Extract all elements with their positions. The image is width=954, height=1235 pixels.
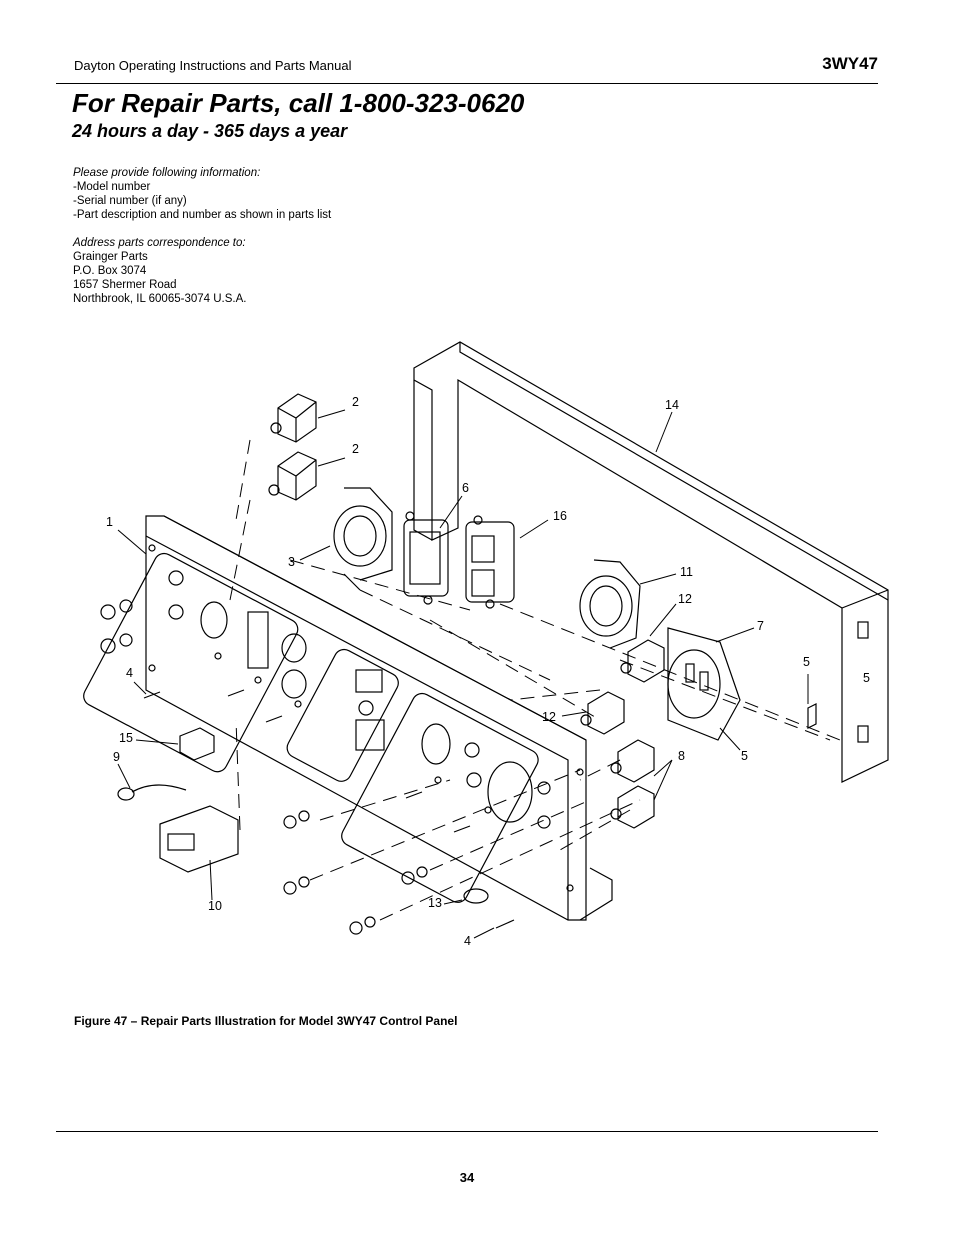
callout-label: 1 <box>106 515 113 529</box>
address-line: 1657 Shermer Road <box>73 279 177 291</box>
callout-label: 4 <box>126 666 133 680</box>
page-number: 34 <box>459 1170 475 1185</box>
callout-label: 10 <box>208 899 222 913</box>
address-line: Grainger Parts <box>73 251 148 263</box>
callout-label: 6 <box>462 481 469 495</box>
callout-label: 2 <box>352 442 359 456</box>
callout-label: 15 <box>119 731 133 745</box>
callout-label: 16 <box>553 509 567 523</box>
provide-item: -Part description and number as shown in… <box>73 209 332 221</box>
address-line: Northbrook, IL 60065-3074 U.S.A. <box>73 293 247 305</box>
model-number: 3WY47 <box>822 54 878 73</box>
callout-label: 5 <box>803 655 810 669</box>
provide-item: -Serial number (if any) <box>73 195 187 207</box>
callout-label: 14 <box>665 398 679 412</box>
figure-caption: Figure 47 – Repair Parts Illustration fo… <box>74 1014 458 1028</box>
footer-rule <box>56 1131 878 1132</box>
provide-heading: Please provide following information: <box>73 167 261 179</box>
frame-part <box>413 341 889 783</box>
callout-label: 7 <box>757 619 764 633</box>
address-heading: Address parts correspondence to: <box>73 237 246 249</box>
callout-label: 5 <box>741 749 748 763</box>
callout-label: 12 <box>678 592 692 606</box>
callout-label: 12 <box>542 710 556 724</box>
callout-label: 4 <box>464 934 471 948</box>
callout-label: 2 <box>352 395 359 409</box>
header-rule <box>56 83 878 84</box>
callout-label: 3 <box>288 555 295 569</box>
provide-item: -Model number <box>73 181 151 193</box>
page-subtitle: 24 hours a day - 365 days a year <box>72 121 348 141</box>
callout-label: 5 <box>863 671 870 685</box>
callout-label: 13 <box>428 896 442 910</box>
info-block: Please provide following information: -M… <box>73 166 331 306</box>
callout-label: 9 <box>113 750 120 764</box>
address-line: P.O. Box 3074 <box>73 265 147 277</box>
page-title: For Repair Parts, call 1-800-323-0620 <box>72 88 525 118</box>
callout-label: 11 <box>680 565 693 579</box>
control-panel <box>145 515 587 921</box>
callout-label: 8 <box>678 749 685 763</box>
manual-title: Dayton Operating Instructions and Parts … <box>74 58 352 73</box>
